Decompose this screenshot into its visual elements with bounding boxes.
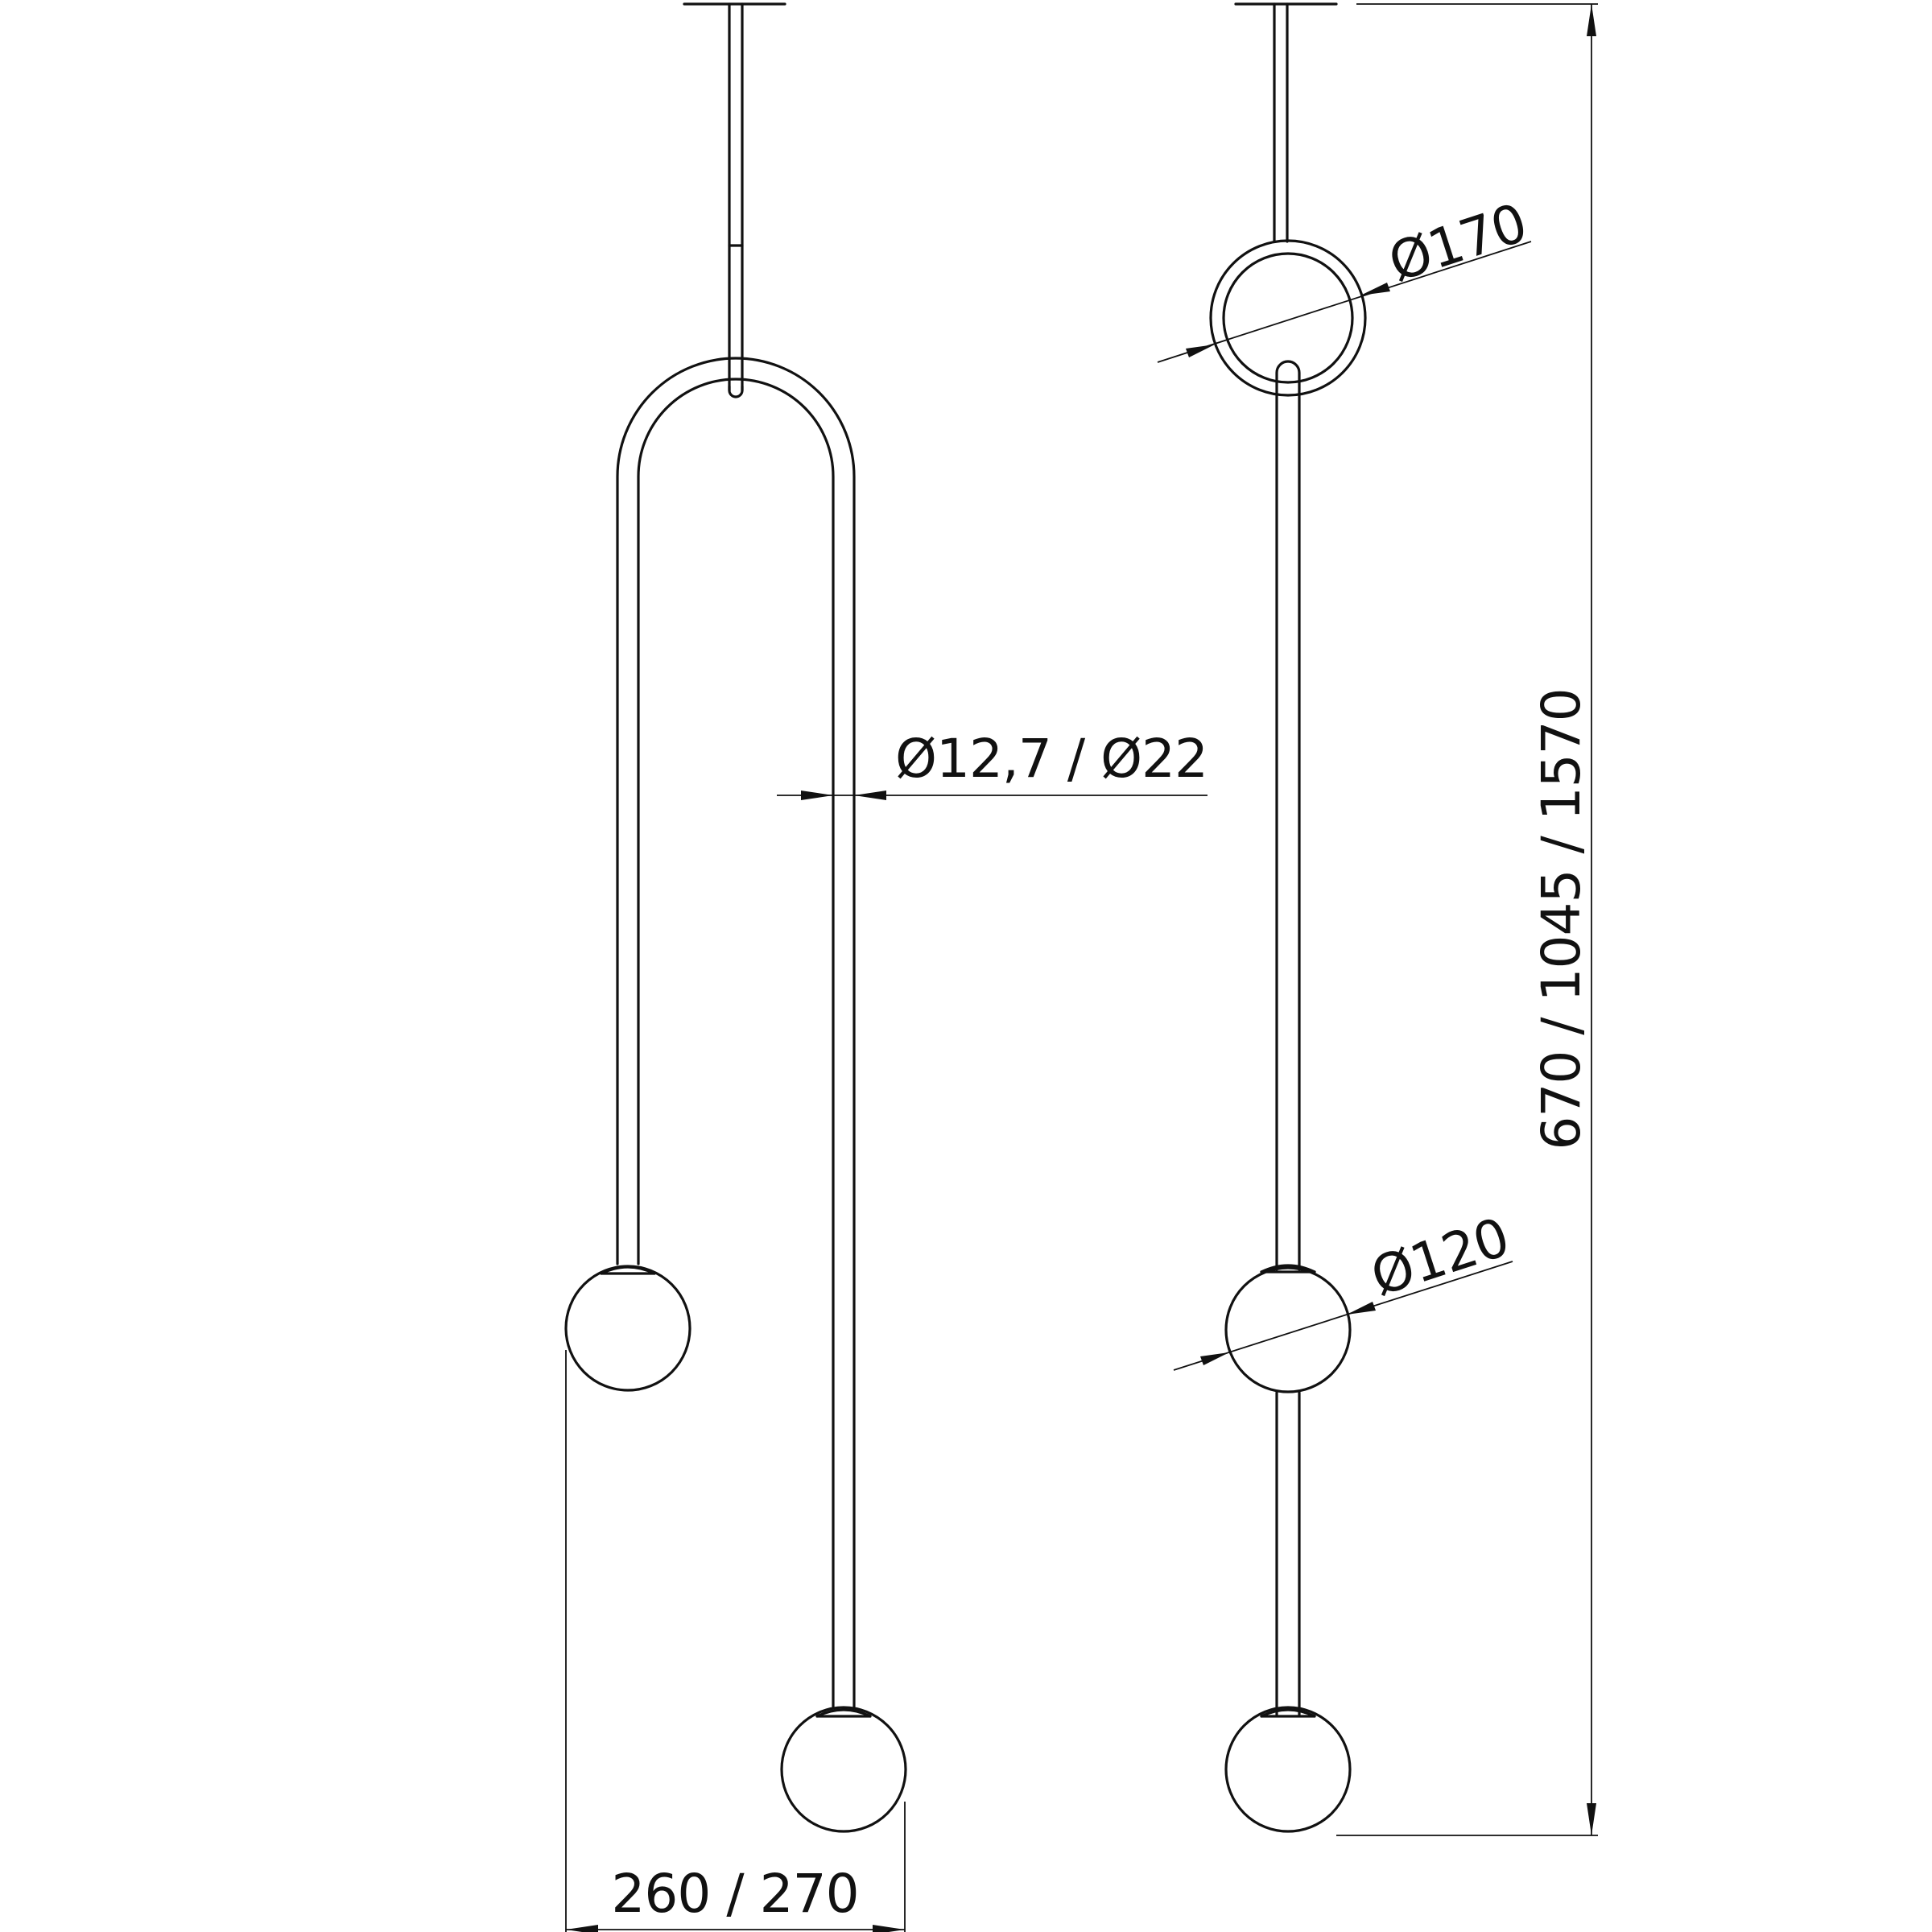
suspension-rod-right [1273,2,1289,243]
dimension-tube-diameter: Ø12,7 / Ø22 [777,728,1208,800]
width-label: 260 / 270 [611,1863,858,1925]
suspension-rod-left [728,2,744,392]
globe-middle [1224,1264,1352,1393]
height-label: 670 / 1045 / 1570 [1530,688,1592,1150]
ring [1209,239,1367,397]
globe-left [564,1265,691,1392]
side-view-lamp [1209,2,1367,1833]
rod-end-cap [728,385,744,398]
dimension-width: 260 / 270 [565,1350,906,1932]
dimension-height: 670 / 1045 / 1570 [1336,3,1598,1836]
u-tube-arm [616,357,856,1710]
globe-diameter-label: Ø120 [1364,1206,1516,1308]
tube-diameter-label: Ø12,7 / Ø22 [895,728,1208,790]
globe-right [780,1706,907,1833]
ring-diameter-label: Ø170 [1381,192,1534,294]
dimension-globe-diameter: Ø120 [1173,1206,1516,1371]
front-view-lamp [564,2,907,1833]
vertical-tube [1275,360,1301,1716]
globe-bottom [1224,1706,1352,1833]
